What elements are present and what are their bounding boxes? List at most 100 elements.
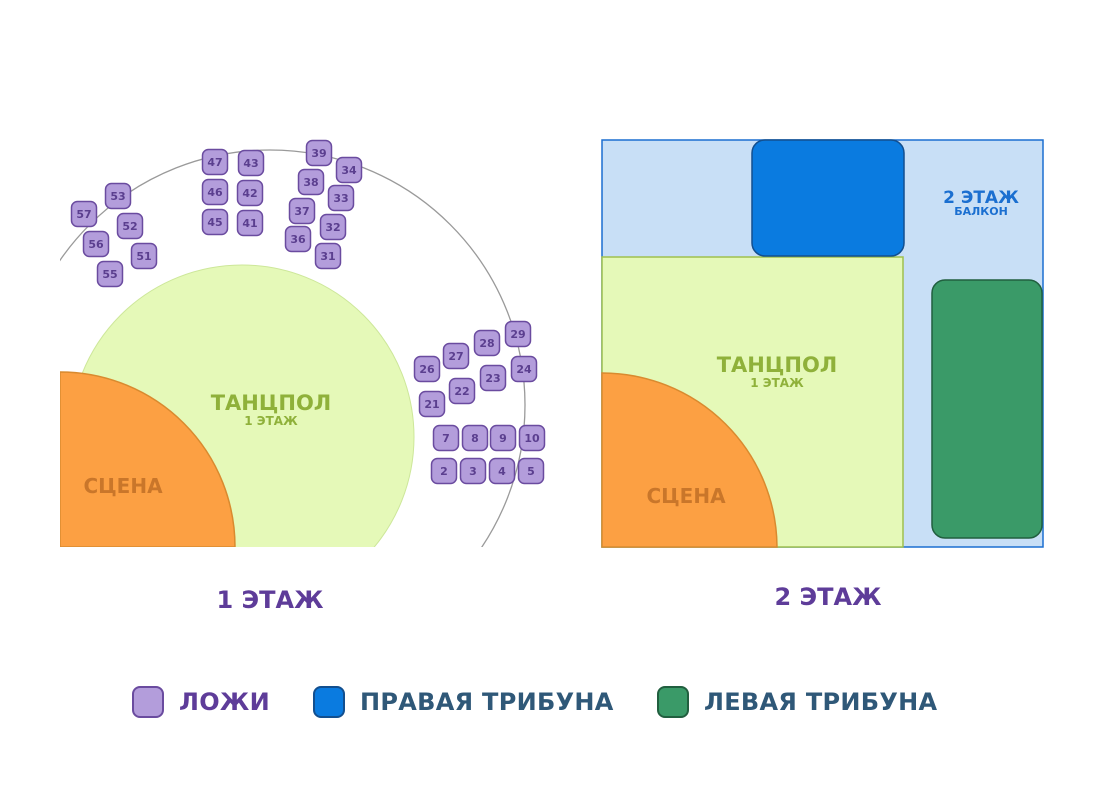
box-9[interactable]: 9	[489, 424, 517, 452]
box-marker[interactable]	[116, 212, 144, 240]
box-46[interactable]: 46	[201, 178, 229, 206]
box-number: 22	[454, 385, 469, 398]
box-number: 27	[448, 350, 463, 363]
box-marker[interactable]	[448, 377, 476, 405]
box-marker[interactable]	[201, 178, 229, 206]
floor2-dancefloor-sublabel: 1 ЭТАЖ	[750, 376, 804, 390]
box-marker[interactable]	[288, 197, 316, 225]
floor2-caption: 2 ЭТАЖ	[775, 583, 883, 611]
floor2-balcony-label: 2 ЭТАЖ	[943, 188, 1019, 208]
box-number: 23	[485, 372, 500, 385]
box-number: 42	[242, 187, 257, 200]
floor1-dancefloor-sublabel: 1 ЭТАЖ	[244, 414, 298, 428]
box-marker[interactable]	[237, 149, 265, 177]
box-21[interactable]: 21	[418, 390, 446, 418]
box-marker[interactable]	[297, 168, 325, 196]
box-marker[interactable]	[413, 355, 441, 383]
box-47[interactable]: 47	[201, 148, 229, 176]
box-41[interactable]: 41	[236, 209, 264, 237]
box-31[interactable]: 31	[314, 242, 342, 270]
box-43[interactable]: 43	[237, 149, 265, 177]
box-5[interactable]: 5	[517, 457, 545, 485]
box-10[interactable]: 10	[518, 424, 546, 452]
box-4[interactable]: 4	[488, 457, 516, 485]
box-51[interactable]: 51	[130, 242, 158, 270]
box-52[interactable]: 52	[116, 212, 144, 240]
box-marker[interactable]	[130, 242, 158, 270]
box-marker[interactable]	[96, 260, 124, 288]
box-3[interactable]: 3	[459, 457, 487, 485]
box-marker[interactable]	[442, 342, 470, 370]
box-marker[interactable]	[319, 213, 347, 241]
box-marker[interactable]	[517, 457, 545, 485]
box-26[interactable]: 26	[413, 355, 441, 383]
floor1-stage	[60, 371, 236, 547]
box-23[interactable]: 23	[479, 364, 507, 392]
box-marker[interactable]	[201, 148, 229, 176]
box-marker[interactable]	[518, 424, 546, 452]
box-22[interactable]: 22	[448, 377, 476, 405]
box-marker[interactable]	[461, 424, 489, 452]
box-marker[interactable]	[459, 457, 487, 485]
legend-swatch-left-tribune	[657, 686, 689, 718]
box-marker[interactable]	[201, 208, 229, 236]
box-56[interactable]: 56	[82, 230, 110, 258]
box-37[interactable]: 37	[288, 197, 316, 225]
box-28[interactable]: 28	[473, 329, 501, 357]
box-marker[interactable]	[327, 184, 355, 212]
box-marker[interactable]	[314, 242, 342, 270]
box-39[interactable]: 39	[305, 139, 333, 167]
legend-label-right-tribune: ПРАВАЯ ТРИБУНА	[360, 688, 614, 716]
box-33[interactable]: 33	[327, 184, 355, 212]
box-marker[interactable]	[236, 179, 264, 207]
box-number: 24	[516, 363, 532, 376]
box-32[interactable]: 32	[319, 213, 347, 241]
box-marker[interactable]	[489, 424, 517, 452]
box-marker[interactable]	[479, 364, 507, 392]
box-marker[interactable]	[473, 329, 501, 357]
box-number: 31	[320, 250, 335, 263]
right-tribune[interactable]	[751, 139, 905, 257]
box-27[interactable]: 27	[442, 342, 470, 370]
box-57[interactable]: 57	[70, 200, 98, 228]
box-42[interactable]: 42	[236, 179, 264, 207]
box-55[interactable]: 55	[96, 260, 124, 288]
box-marker[interactable]	[284, 225, 312, 253]
box-marker[interactable]	[510, 355, 538, 383]
legend-item-left-tribune: ЛЕВАЯ ТРИБУНА	[657, 680, 937, 724]
box-marker[interactable]	[430, 457, 458, 485]
box-2[interactable]: 2	[430, 457, 458, 485]
box-7[interactable]: 7	[432, 424, 460, 452]
box-38[interactable]: 38	[297, 168, 325, 196]
box-number: 47	[207, 156, 222, 169]
box-number: 52	[122, 220, 137, 233]
box-45[interactable]: 45	[201, 208, 229, 236]
box-marker[interactable]	[305, 139, 333, 167]
floor2-stage	[601, 372, 778, 548]
box-8[interactable]: 8	[461, 424, 489, 452]
box-marker[interactable]	[432, 424, 460, 452]
box-24[interactable]: 24	[510, 355, 538, 383]
box-36[interactable]: 36	[284, 225, 312, 253]
left-tribune[interactable]	[931, 279, 1043, 539]
box-34[interactable]: 34	[335, 156, 363, 184]
box-marker[interactable]	[504, 320, 532, 348]
box-number: 36	[290, 233, 306, 246]
box-marker[interactable]	[335, 156, 363, 184]
box-number: 10	[524, 432, 540, 445]
box-29[interactable]: 29	[504, 320, 532, 348]
box-53[interactable]: 53	[104, 182, 132, 210]
box-number: 56	[88, 238, 104, 251]
legend-item-boxes: ЛОЖИ	[132, 680, 270, 724]
box-number: 37	[294, 205, 309, 218]
box-marker[interactable]	[488, 457, 516, 485]
box-marker[interactable]	[70, 200, 98, 228]
box-number: 57	[76, 208, 91, 221]
box-marker[interactable]	[418, 390, 446, 418]
box-marker[interactable]	[236, 209, 264, 237]
box-marker[interactable]	[104, 182, 132, 210]
box-marker[interactable]	[82, 230, 110, 258]
floor2-dancefloor-label: ТАНЦПОЛ	[717, 353, 838, 377]
